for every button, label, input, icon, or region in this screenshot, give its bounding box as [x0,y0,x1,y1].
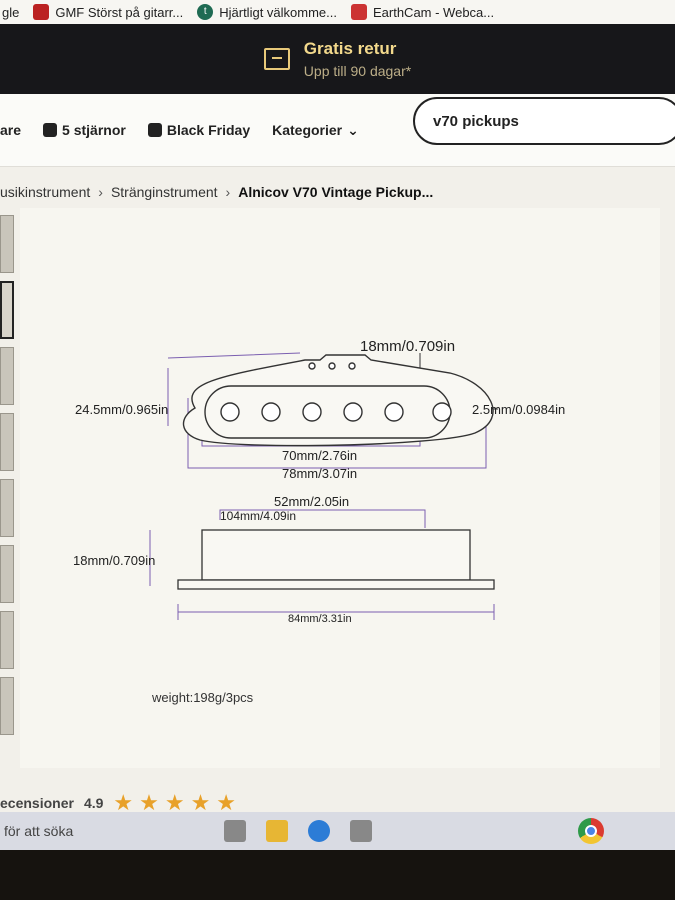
chrome-icon[interactable] [578,818,604,844]
thumbnail-active[interactable] [0,281,14,339]
dim-total-label: 84mm/3.31in [288,613,352,625]
product-image[interactable]: 18mm/0.709in 24.5mm/0.965in 2.5mm/0.0984… [20,208,660,768]
promo-subtitle: Upp till 90 dagar* [303,63,412,79]
thumbnail[interactable] [0,611,14,669]
dim-top-len-label: 104mm/4.09in [220,509,296,523]
file-explorer-icon[interactable] [266,820,288,842]
dim-height-top-label: 18mm/0.709in [360,338,455,355]
nav-label: 5 stjärnor [62,122,126,138]
dim-height-side-label: 18mm/0.709in [73,553,155,568]
bookmark-label: Hjärtligt välkomme... [219,4,337,20]
promo-text: Gratis retur Upp till 90 dagar* [304,39,411,79]
edge-icon[interactable] [308,820,330,842]
pole-pieces [220,362,452,422]
dim-width-left-label: 24.5mm/0.965in [75,402,168,417]
task-view-icon[interactable] [224,820,246,842]
reviews-label: ecensioner [0,795,74,811]
dim-right-label: 2.5mm/0.0984in [472,402,565,417]
bookmark-google[interactable]: gle [2,5,19,20]
breadcrumb: usikinstrument › Stränginstrument › Alni… [0,180,433,204]
dim-pole-span-label: 70mm/2.76in [282,448,357,463]
weight-label: weight:198g/3pcs [152,690,254,705]
thumbnail-strip [0,215,14,743]
chevron-down-icon: ⌄ [347,121,359,138]
search-box[interactable] [413,97,675,145]
nav-label: Kategorier [272,122,343,138]
rating-value: 4.9 [83,795,104,811]
pickup-top-outline [182,354,494,447]
bookmark-earthcam[interactable]: EarthCam - Webca... [350,4,495,20]
bookmark-hjartligt[interactable]: t Hjärtligt välkomme... [197,4,337,20]
chevron-right-icon: › [225,184,231,200]
thumbnail[interactable] [0,545,14,603]
browser-screen: gle GMF Störst på gitarr... t Hjärtligt … [0,0,675,850]
nav-item-5-stars[interactable]: 5 stjärnor [43,122,126,138]
thumbnail[interactable] [0,347,14,405]
dim-inner-label: 52mm/2.05in [274,494,349,509]
thumbnail[interactable] [0,215,14,273]
black-friday-icon [147,123,162,137]
nav-item-partial[interactable]: are [0,122,21,138]
nav-label: are [0,122,22,138]
breadcrumb-item[interactable]: usikinstrument [0,184,91,200]
nav-label: Black Friday [166,122,251,138]
bookmark-label: gle [2,4,20,20]
thumbnail[interactable] [0,677,14,735]
pickup-side-body [201,529,471,581]
app-icon[interactable] [350,820,372,842]
breadcrumb-item[interactable]: Stränginstrument [110,184,218,200]
thumbnail[interactable] [0,413,14,471]
bookmark-gmf[interactable]: GMF Störst på gitarr... [33,4,183,20]
thumbs-up-icon [43,123,58,137]
rating-stars: ★★★★★ [113,790,243,815]
nav-item-categories[interactable]: Kategorier ⌄ [272,122,359,139]
return-box-icon [263,48,290,70]
t-icon: t [197,4,214,20]
reviews-strip[interactable]: ecensioner 4.9 ★★★★★ [0,790,242,816]
dim-base-width-label: 78mm/3.07in [282,466,357,481]
free-returns-banner[interactable]: Gratis retur Upp till 90 dagar* [0,24,675,94]
pickup-baseplate [177,579,495,590]
earthcam-icon [350,4,367,20]
bookmarks-bar: gle GMF Störst på gitarr... t Hjärtligt … [0,0,675,25]
thumbnail[interactable] [0,479,14,537]
main-nav: are 5 stjärnor Black Friday Kategorier ⌄ [0,94,675,167]
promo-title: Gratis retur [303,39,397,58]
bookmark-label: GMF Störst på gitarr... [55,4,184,20]
windows-taskbar: för att söka [0,812,675,850]
nav-item-black-friday[interactable]: Black Friday [147,122,251,138]
breadcrumb-current: Alnicov V70 Vintage Pickup... [238,184,434,200]
search-input[interactable] [431,111,665,131]
pickup-dimension-diagram: 18mm/0.709in 24.5mm/0.965in 2.5mm/0.0984… [73,338,565,625]
chevron-right-icon: › [98,184,103,200]
taskbar-search[interactable]: för att söka [4,823,74,839]
gmf-icon [33,4,50,20]
bookmark-label: EarthCam - Webca... [372,4,495,20]
